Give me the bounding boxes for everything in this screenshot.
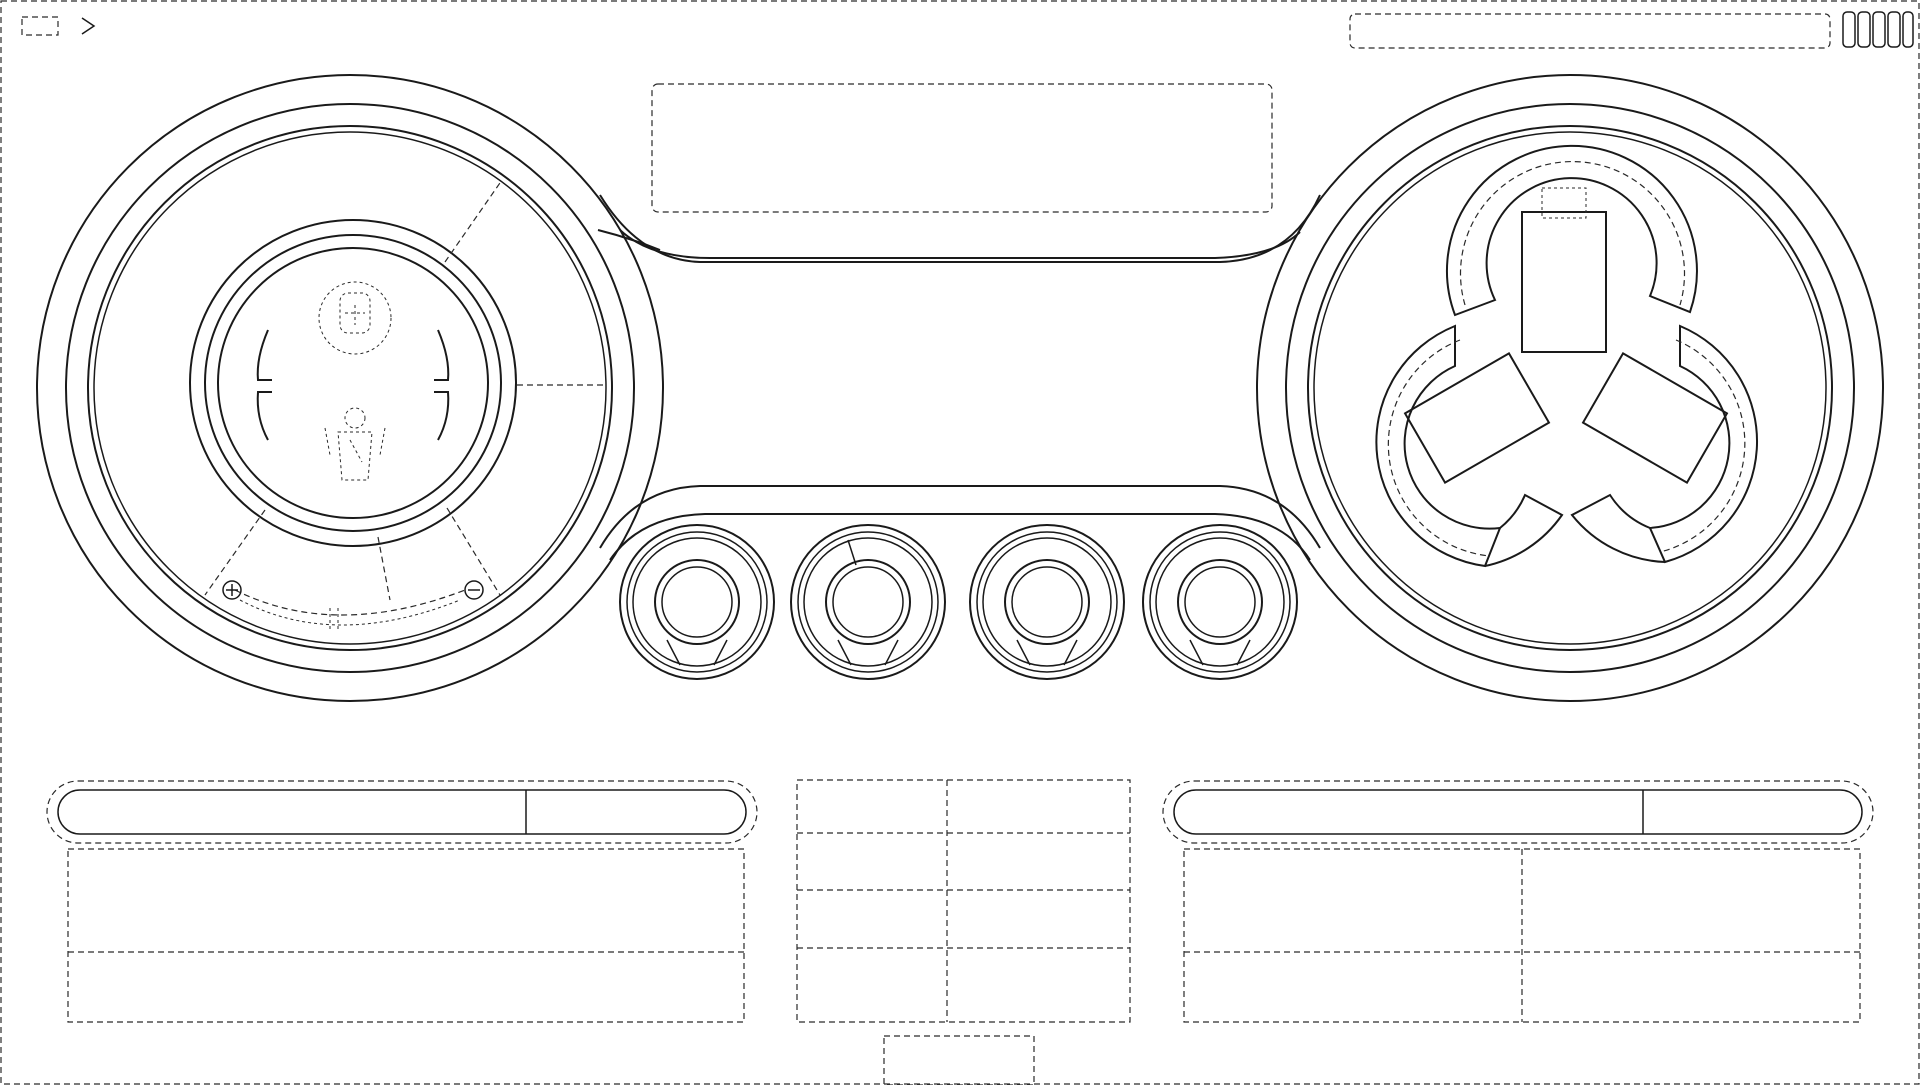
seat-belt-icon — [324, 407, 386, 481]
left-info-panel[interactable] — [67, 848, 745, 1023]
battery-indicator-icon — [1842, 11, 1914, 48]
top-center-display[interactable] — [651, 83, 1273, 213]
top-status-bar[interactable] — [1349, 13, 1831, 49]
right-info-panel[interactable] — [1183, 848, 1861, 1023]
minus-icon[interactable] — [464, 580, 484, 600]
left-gauge — [189, 179, 606, 630]
right-slider[interactable] — [1162, 780, 1874, 844]
small-dial-1[interactable] — [619, 524, 775, 680]
tri-lobe-compass-icon — [1375, 144, 1759, 568]
left-slider[interactable] — [46, 780, 758, 844]
tire-icon — [318, 281, 392, 355]
instrument-cluster — [36, 74, 1884, 702]
bottom-center-tab[interactable] — [883, 1035, 1035, 1085]
plus-icon[interactable] — [222, 580, 242, 600]
window-icon[interactable] — [21, 16, 59, 36]
small-dial-4[interactable] — [1142, 524, 1298, 680]
small-dial-3[interactable] — [969, 524, 1125, 680]
center-info-table[interactable] — [796, 779, 1131, 1023]
small-dial-2[interactable] — [790, 524, 946, 680]
chevron-right-icon[interactable] — [81, 17, 96, 35]
